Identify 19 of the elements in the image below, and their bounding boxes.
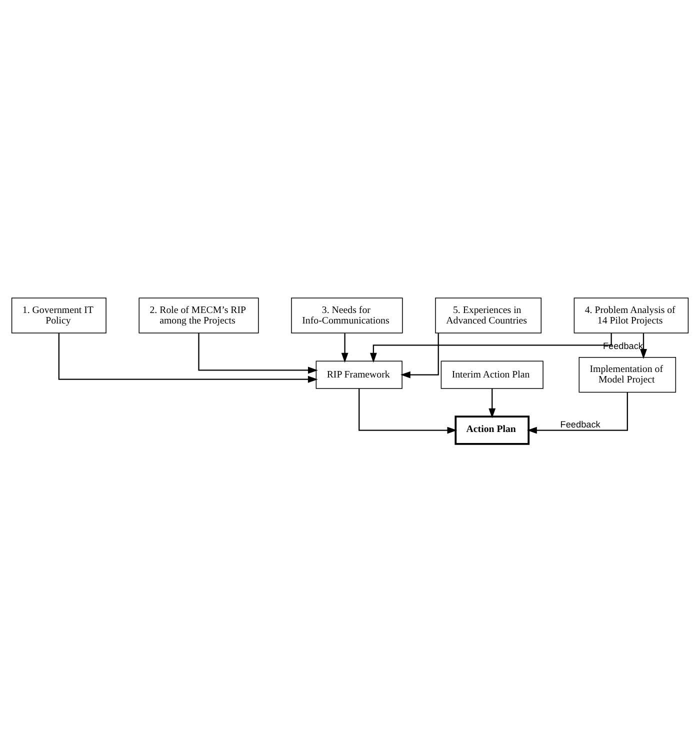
arrow xyxy=(527,392,628,434)
node-box: 1. Government IT Policy xyxy=(11,298,106,334)
node-box: 2. Role of MECM’s RIP among the Projects xyxy=(138,298,259,334)
arrow xyxy=(198,333,318,374)
arrow xyxy=(58,333,318,383)
arrow xyxy=(341,333,348,363)
arrow xyxy=(640,333,647,359)
node-box: RIP Framework xyxy=(316,360,402,389)
edge-label: Feedback xyxy=(560,420,600,430)
arrow xyxy=(400,333,439,378)
arrow xyxy=(358,388,458,434)
node-box: 5. Experiences in Advanced Countries xyxy=(435,298,542,334)
edge-label: Feedback xyxy=(602,340,643,351)
node-box: Action Plan xyxy=(454,416,530,445)
node-box: Implementation of Model Project xyxy=(578,356,676,393)
node-box: 3. Needs for Info-Communications xyxy=(291,298,403,334)
node-box: Interim Action Plan xyxy=(440,360,544,389)
node-box: 4. Problem Analysis of 14 Pilot Projects xyxy=(574,298,689,334)
arrow xyxy=(488,388,496,418)
